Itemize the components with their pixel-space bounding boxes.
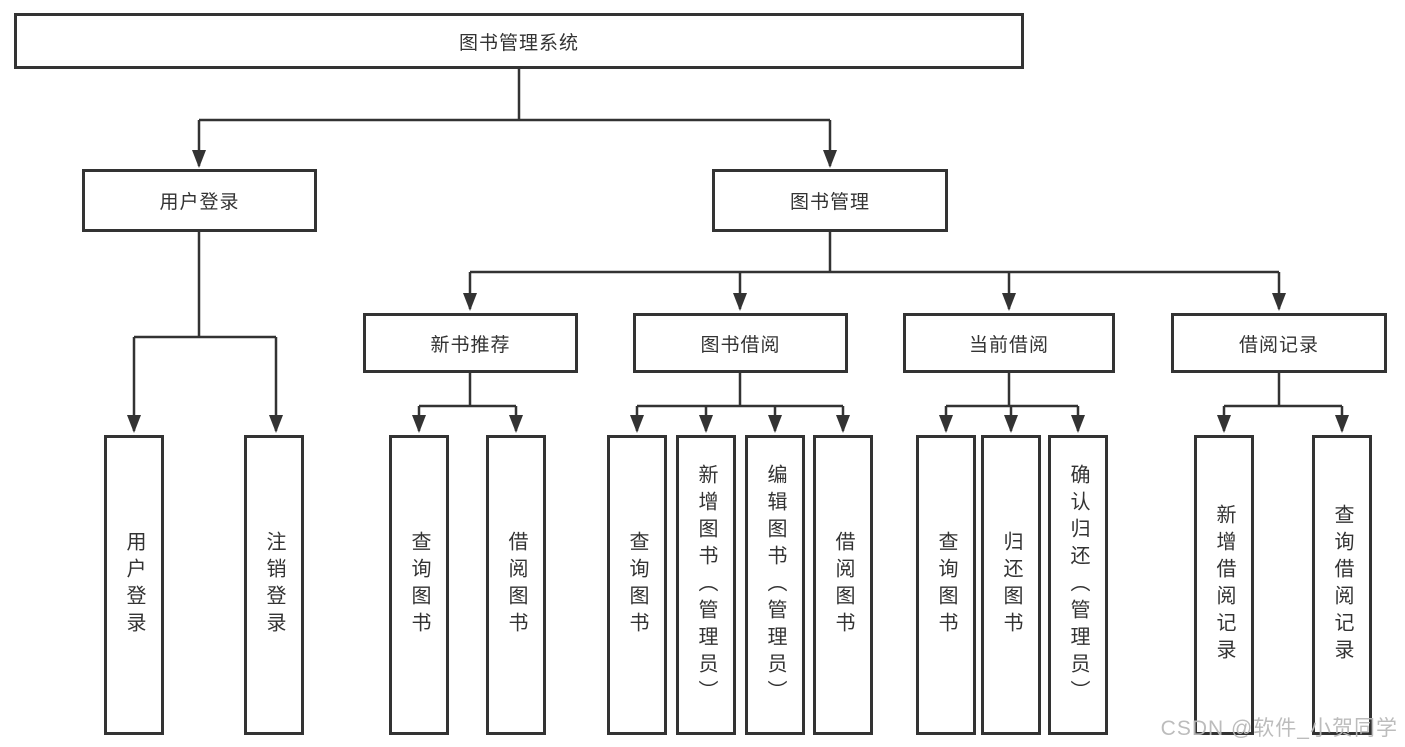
leaf-borrow-borrow: 借阅图书	[813, 435, 873, 735]
node-root: 图书管理系统	[14, 13, 1024, 69]
leaf-newbook-search: 查询图书	[389, 435, 449, 735]
leaf-records-search: 查询借阅记录	[1312, 435, 1372, 735]
leaf-label: 确认归还（管理员）	[1067, 463, 1089, 707]
leaf-records-add: 新增借阅记录	[1194, 435, 1254, 735]
leaf-label: 借阅图书	[832, 531, 854, 639]
leaf-borrow-edit-admin: 编辑图书（管理员）	[745, 435, 805, 735]
node-new-book-recommend: 新书推荐	[363, 313, 578, 373]
leaf-label: 归还图书	[1000, 531, 1022, 639]
node-book-management: 图书管理	[712, 169, 948, 232]
leaf-borrow-add-admin: 新增图书（管理员）	[676, 435, 736, 735]
leaf-current-return: 归还图书	[981, 435, 1041, 735]
leaf-newbook-borrow: 借阅图书	[486, 435, 546, 735]
leaf-label: 新增借阅记录	[1213, 504, 1235, 666]
node-book-borrow: 图书借阅	[633, 313, 848, 373]
leaf-label: 注销登录	[263, 531, 285, 639]
leaf-label: 用户登录	[123, 531, 145, 639]
leaf-borrow-search: 查询图书	[607, 435, 667, 735]
leaf-label: 查询图书	[626, 531, 648, 639]
csdn-watermark: CSDN @软件_小贺同学	[1160, 717, 1398, 740]
leaf-current-search: 查询图书	[916, 435, 976, 735]
leaf-label: 借阅图书	[505, 531, 527, 639]
node-user-login: 用户登录	[82, 169, 317, 232]
leaf-user-login: 用户登录	[104, 435, 164, 735]
leaf-label: 新增图书（管理员）	[695, 463, 717, 707]
leaf-label: 查询图书	[935, 531, 957, 639]
leaf-label: 编辑图书（管理员）	[764, 463, 786, 707]
leaf-logout: 注销登录	[244, 435, 304, 735]
node-current-borrow: 当前借阅	[903, 313, 1115, 373]
leaf-current-confirm-admin: 确认归还（管理员）	[1048, 435, 1108, 735]
node-borrow-records: 借阅记录	[1171, 313, 1387, 373]
leaf-label: 查询图书	[408, 531, 430, 639]
leaf-label: 查询借阅记录	[1331, 504, 1353, 666]
